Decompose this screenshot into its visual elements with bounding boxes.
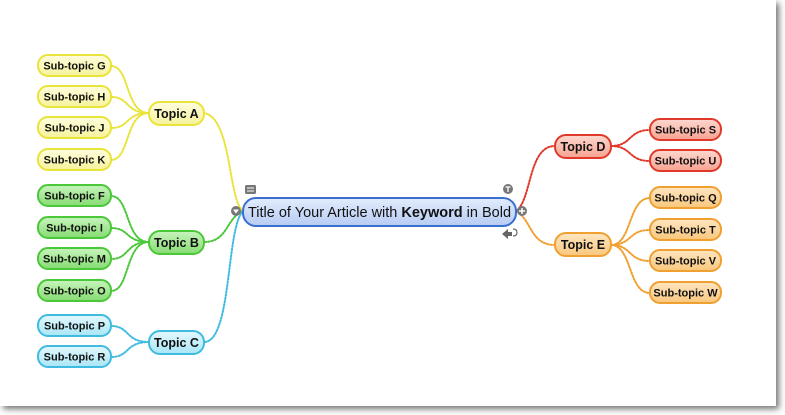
topic-badge-icon[interactable] (503, 184, 513, 194)
note-icon[interactable] (245, 185, 256, 194)
topic-d-node[interactable]: Topic D (554, 134, 612, 159)
sub-topic-label: Sub-topic V (655, 256, 717, 268)
sub-topic-label: Sub-topic J (45, 123, 105, 135)
sub-topic-node[interactable]: Sub-topic R (37, 345, 112, 368)
topic-a-label: Topic A (154, 107, 198, 121)
sub-topic-node[interactable]: Sub-topic Q (649, 186, 722, 209)
sub-topic-label: Sub-topic R (44, 352, 106, 364)
edge-topic-b-sub-i (110, 227, 150, 243)
sub-topic-label: Sub-topic Q (654, 193, 717, 205)
topic-b-label: Topic B (154, 236, 199, 250)
edge-central-topic-d (515, 145, 556, 212)
sub-topic-node[interactable]: Sub-topic H (37, 85, 112, 108)
edge-topic-e-sub-q (610, 197, 651, 246)
collapse-icon[interactable] (231, 206, 241, 216)
edge-topic-a-sub-h (110, 96, 150, 114)
edge-topic-a-sub-k (110, 112, 150, 161)
edge-central-topic-a (203, 112, 244, 212)
sub-topic-label: Sub-topic T (655, 225, 716, 237)
topic-c-label: Topic C (154, 336, 199, 350)
sub-topic-label: Sub-topic G (43, 61, 105, 73)
central-topic-label: Title of Your Article with Keyword in Bo… (248, 205, 511, 221)
sub-topic-label: Sub-topic P (44, 321, 105, 333)
sub-topic-node[interactable]: Sub-topic J (37, 116, 112, 139)
edge-topic-b-sub-m (110, 241, 150, 260)
sub-topic-node[interactable]: Sub-topic V (649, 249, 722, 272)
sub-topic-label: Sub-topic F (44, 191, 105, 203)
sub-topic-label: Sub-topic I (46, 223, 103, 235)
edge-topic-c-sub-r (110, 341, 150, 358)
sub-topic-node[interactable]: Sub-topic O (37, 279, 112, 302)
edge-topic-d-sub-s (610, 129, 651, 147)
edge-topic-b-sub-o (110, 241, 150, 292)
sub-topic-label: Sub-topic M (43, 254, 106, 266)
sub-topic-node[interactable]: Sub-topic S (649, 118, 722, 141)
sub-topic-label: Sub-topic O (43, 286, 106, 298)
sub-topic-node[interactable]: Sub-topic G (37, 54, 112, 77)
central-topic-node[interactable]: Title of Your Article with Keyword in Bo… (242, 197, 517, 227)
edge-topic-b-sub-f (110, 195, 150, 243)
sub-topic-node[interactable]: Sub-topic F (37, 184, 112, 207)
topic-a-node[interactable]: Topic A (148, 101, 205, 126)
sub-topic-label: Sub-topic K (44, 155, 106, 167)
sub-topic-label: Sub-topic H (44, 92, 106, 104)
topic-e-node[interactable]: Topic E (554, 232, 612, 257)
edge-topic-e-sub-w (610, 244, 651, 294)
connector-lines (110, 65, 651, 358)
expand-icon[interactable] (517, 206, 527, 216)
sub-topic-label: Sub-topic U (655, 156, 717, 168)
sub-topic-label: Sub-topic S (655, 125, 716, 137)
sub-topic-node[interactable]: Sub-topic M (37, 247, 112, 270)
sub-topic-node[interactable]: Sub-topic I (37, 216, 112, 239)
sub-topic-node[interactable]: Sub-topic T (649, 218, 722, 241)
edge-central-topic-e (515, 210, 556, 246)
topic-e-label: Topic E (561, 238, 605, 252)
edge-topic-c-sub-p (110, 325, 150, 343)
topic-b-node[interactable]: Topic B (148, 230, 205, 255)
edge-topic-a-sub-j (110, 112, 150, 129)
sub-topic-label: Sub-topic W (653, 288, 718, 300)
sub-topic-node[interactable]: Sub-topic K (37, 148, 112, 171)
mind-map-canvas: Title of Your Article with Keyword in Bo… (37, 54, 722, 368)
sub-topic-node[interactable]: Sub-topic U (649, 149, 722, 172)
sub-topic-node[interactable]: Sub-topic P (37, 314, 112, 337)
topic-c-node[interactable]: Topic C (148, 330, 205, 355)
topic-d-label: Topic D (561, 140, 606, 154)
link-icon[interactable] (502, 228, 518, 239)
edge-central-topic-c (203, 210, 244, 343)
sub-topic-node[interactable]: Sub-topic W (649, 281, 722, 304)
edge-topic-d-sub-u (610, 145, 651, 162)
